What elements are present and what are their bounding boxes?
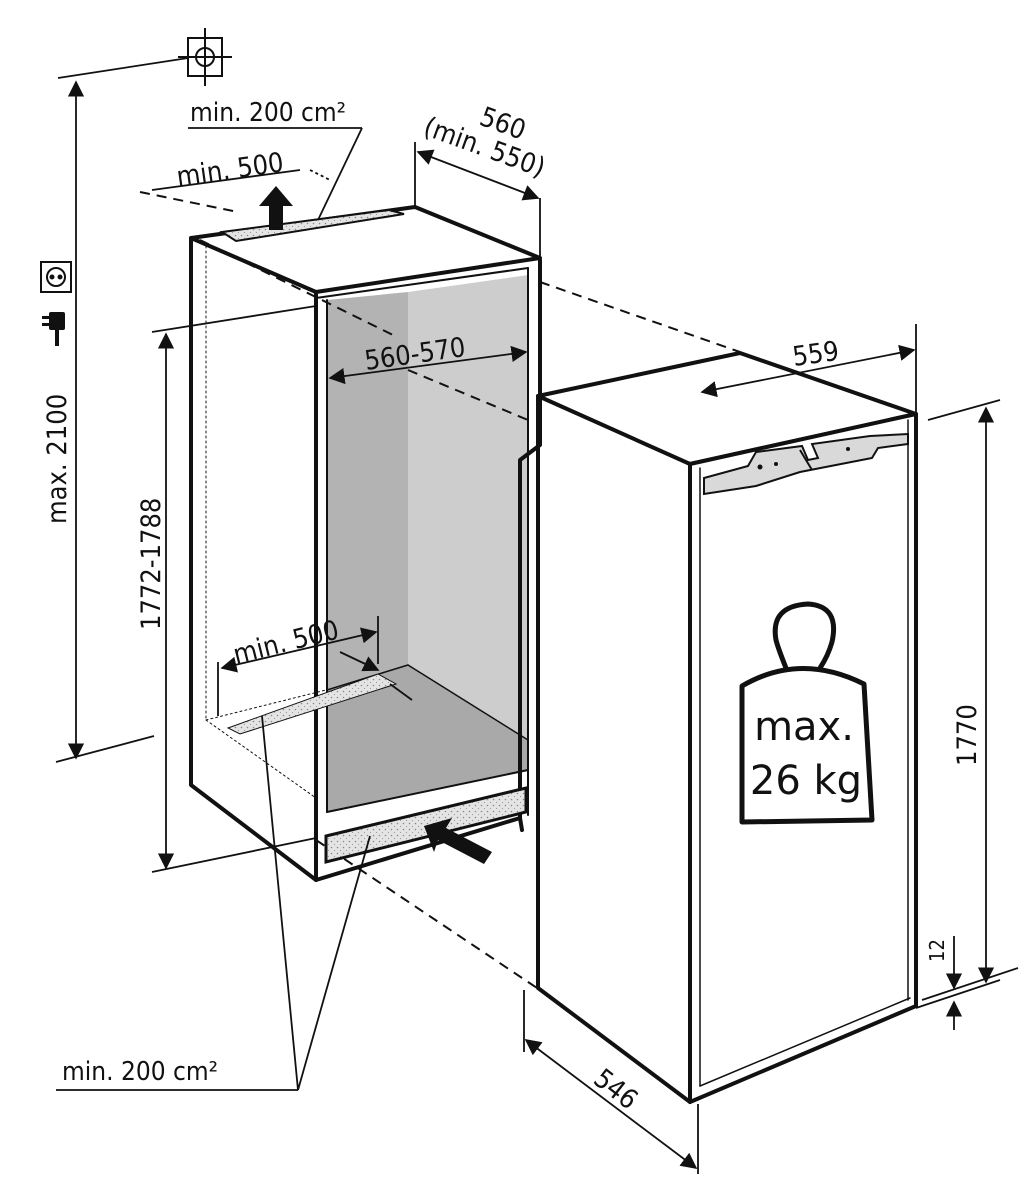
weight-icon: max. 26 kg: [739, 601, 875, 825]
airflow-arrow-icon: [259, 186, 492, 864]
label-appliance-depth: 546: [588, 1063, 644, 1116]
label-niche-height: 1772-1788: [136, 498, 167, 630]
label-clearance-bottom: min. 500: [230, 615, 342, 671]
dimension-lines: [55, 57, 1019, 1174]
label-plinth-gap: 12: [925, 939, 949, 962]
label-ventilation-bottom: min. 200 cm²: [62, 1057, 218, 1087]
control-panel: [703, 432, 909, 496]
label-appliance-height: 1770: [952, 704, 983, 766]
socket-icon: [40, 261, 72, 293]
plug-icon: [42, 312, 65, 346]
label-max-height: max. 2100: [42, 394, 73, 524]
label-appliance-width: 559: [791, 336, 841, 373]
weight-line1: max.: [754, 704, 854, 750]
vent-grille-top: [219, 208, 405, 243]
vent-grille-bottom: [226, 673, 528, 864]
label-clearance-top: min. 500: [175, 147, 286, 193]
crosshair-icon: [178, 28, 232, 86]
weight-line2: 26 kg: [750, 758, 862, 804]
label-ventilation-top: min. 200 cm²: [190, 98, 346, 128]
niche-shading: [327, 275, 528, 812]
